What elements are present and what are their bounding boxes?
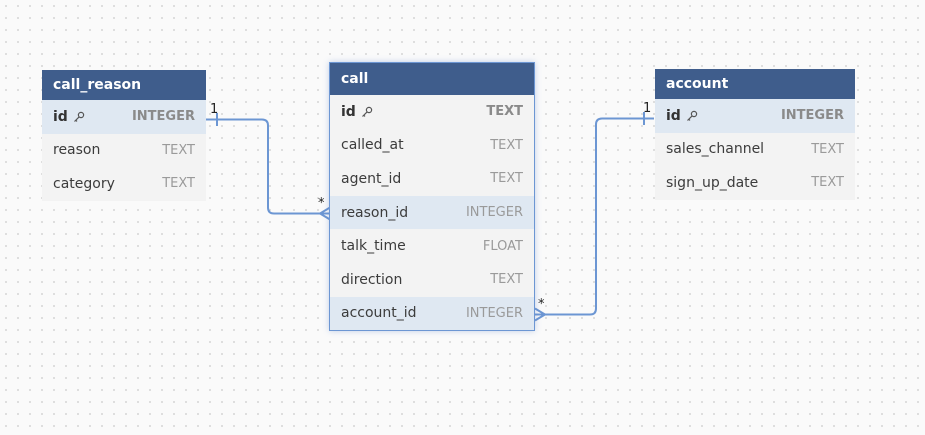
column-name: id — [666, 108, 698, 124]
table-row[interactable]: account_id INTEGER — [330, 296, 534, 331]
column-name: id — [53, 109, 85, 125]
table-row[interactable]: id INTEGER — [655, 99, 855, 133]
column-type: TEXT — [162, 142, 195, 158]
table-header-account[interactable]: account — [655, 69, 855, 99]
column-name: sales_channel — [666, 141, 765, 158]
cardinality-one-account: 1 — [643, 101, 652, 116]
column-name: category — [53, 175, 115, 192]
column-type: INTEGER — [465, 205, 523, 221]
column-name: direction — [341, 271, 403, 288]
column-type: INTEGER — [131, 109, 195, 125]
column-type: TEXT — [490, 171, 523, 187]
column-name: sign_up_date — [666, 174, 759, 191]
relation-line-call-reason[interactable] — [206, 118, 330, 215]
column-type: TEXT — [811, 175, 844, 191]
table-row[interactable]: id TEXT — [330, 95, 534, 129]
cardinality-many-account: * — [538, 297, 545, 312]
table-row[interactable]: talk_time FLOAT — [330, 229, 534, 263]
table-row[interactable]: reason TEXT — [42, 134, 206, 168]
table-row[interactable]: sign_up_date TEXT — [655, 166, 855, 200]
column-type: TEXT — [486, 104, 523, 120]
column-name: called_at — [341, 137, 404, 154]
key-icon — [686, 110, 698, 121]
table-row[interactable]: direction TEXT — [330, 263, 534, 297]
table-row[interactable]: id INTEGER — [42, 100, 206, 134]
cardinality-many-call-reason: * — [318, 196, 325, 211]
table-row[interactable]: reason_id INTEGER — [330, 195, 534, 230]
table-call-reason[interactable]: call_reason id INTEGER reason TEXT categ… — [42, 70, 206, 201]
key-icon — [73, 111, 85, 122]
column-name: reason_id — [341, 204, 409, 221]
column-type: TEXT — [490, 137, 523, 153]
column-type: TEXT — [811, 141, 844, 157]
table-account[interactable]: account id INTEGER sales_channel TEXT si… — [655, 69, 855, 200]
cardinality-one-call-reason: 1 — [210, 102, 219, 117]
table-row[interactable]: called_at TEXT — [330, 129, 534, 163]
key-icon — [361, 106, 373, 117]
table-call[interactable]: call id TEXT called_at TEXT agent_id TEX… — [329, 62, 535, 332]
relation-line-account[interactable] — [535, 117, 654, 316]
table-row[interactable]: category TEXT — [42, 167, 206, 201]
column-name: id — [341, 104, 373, 120]
column-type: TEXT — [490, 272, 523, 288]
column-type: INTEGER — [465, 305, 523, 321]
column-name: talk_time — [341, 238, 406, 255]
column-name: account_id — [341, 305, 417, 322]
column-type: INTEGER — [780, 108, 844, 124]
table-row[interactable]: sales_channel TEXT — [655, 133, 855, 167]
table-row[interactable]: agent_id TEXT — [330, 162, 534, 196]
column-type: FLOAT — [482, 238, 523, 254]
column-name: reason — [53, 142, 101, 159]
table-header-call-reason[interactable]: call_reason — [42, 70, 206, 100]
column-name: agent_id — [341, 170, 402, 187]
table-header-call[interactable]: call — [330, 63, 534, 95]
column-type: TEXT — [162, 176, 195, 192]
